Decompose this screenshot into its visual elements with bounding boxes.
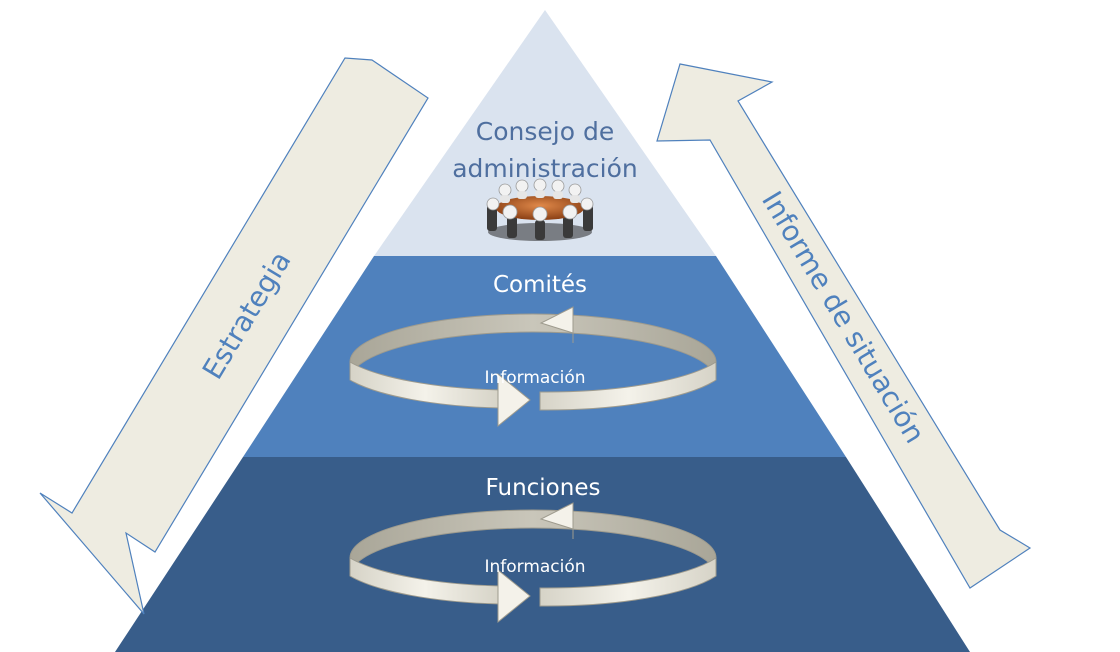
boardroom-meeting-icon — [486, 178, 594, 241]
down-left-arrow-icon — [39, 57, 429, 615]
pyramid-middle-band — [243, 256, 846, 457]
middle-band-title: Comités — [493, 272, 587, 298]
middle-cycle-label: Información — [484, 368, 585, 388]
bottom-cycle-label: Información — [484, 557, 585, 577]
cycle-arrows-middle: Información — [349, 306, 717, 428]
top-band-title-line2: administración — [452, 154, 638, 183]
top-band-title-line1: Consejo de — [476, 117, 614, 146]
pyramid-bottom-band — [115, 457, 970, 652]
bottom-band-title: Funciones — [486, 475, 601, 501]
up-right-arrow-icon — [656, 63, 1032, 589]
cycle-arrows-bottom: Información — [349, 502, 717, 624]
pyramid-top-band — [374, 10, 716, 256]
